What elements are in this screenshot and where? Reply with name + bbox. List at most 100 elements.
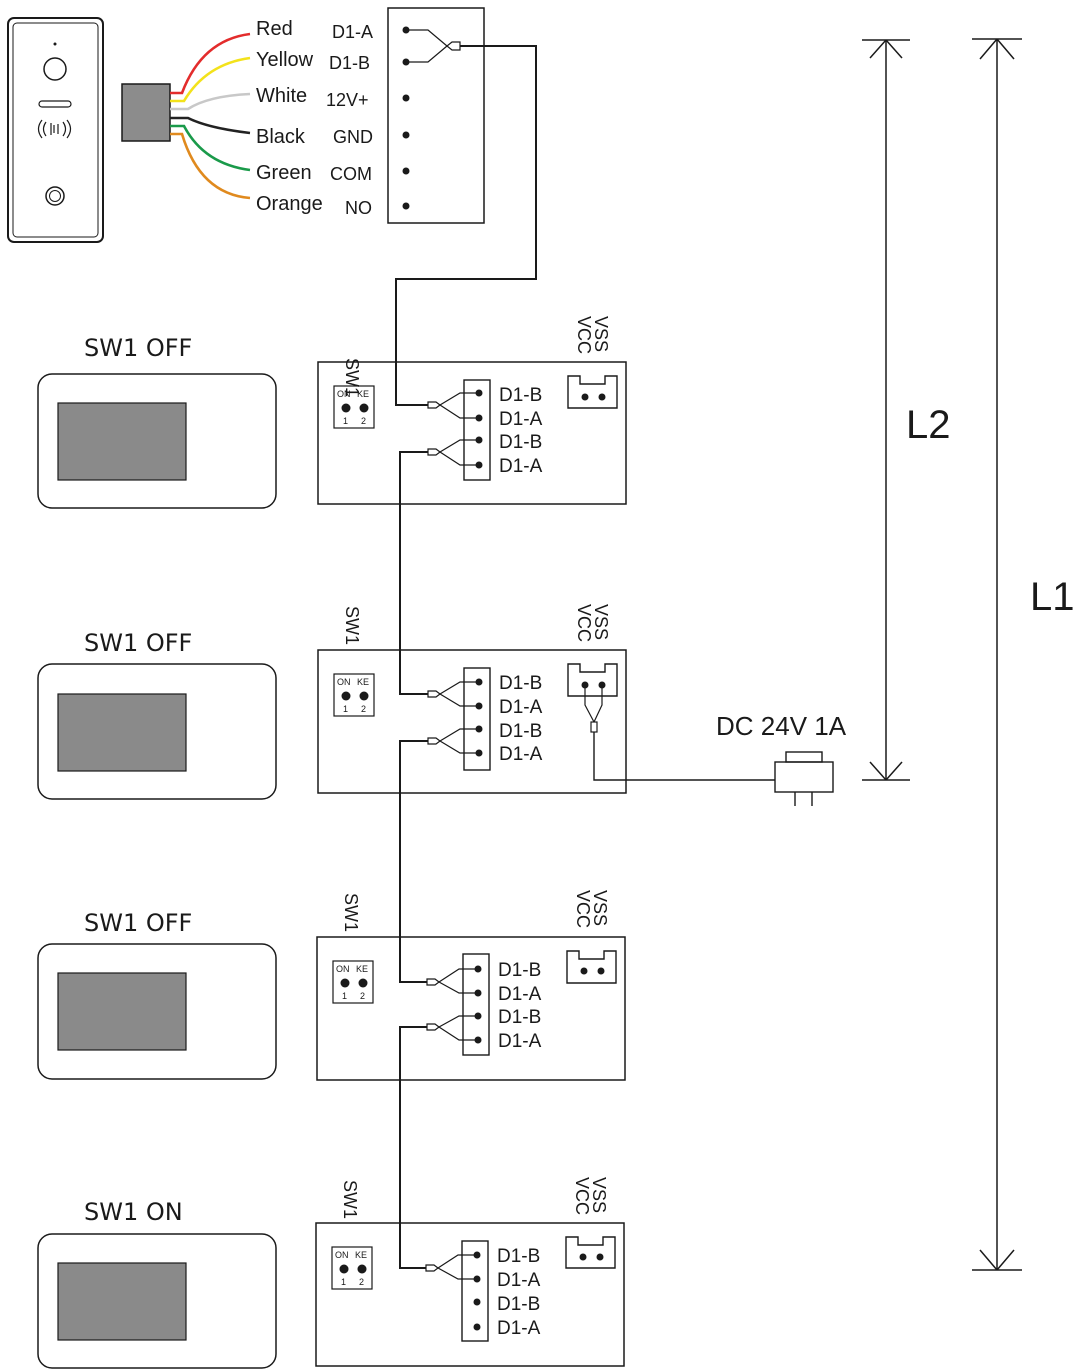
dimension-l1	[972, 38, 1022, 1271]
dip-1-label: 1	[342, 991, 347, 1001]
bus-connector	[463, 379, 491, 481]
dip-ke-label: KE	[356, 964, 368, 974]
vcc-label: VCC	[572, 1177, 592, 1215]
monitor-screen	[57, 972, 187, 1051]
dip-ke-label: KE	[355, 1250, 367, 1260]
monitor-unit-3: SW1 OFF	[37, 909, 277, 1080]
pin-label: D1-B	[499, 721, 542, 742]
bus-connector	[461, 1240, 489, 1342]
board-outline	[317, 649, 627, 794]
wire-label-orange: Orange	[256, 193, 323, 215]
speaker-grille-icon	[38, 100, 72, 108]
bus-connector	[463, 667, 491, 771]
terminal-label-com: COM	[330, 164, 372, 184]
dimension-l1-label: L1	[1030, 575, 1075, 619]
wire-label-green: Green	[256, 162, 312, 184]
monitor-switch-state: SW1 OFF	[84, 909, 192, 937]
wire-label-yellow: Yellow	[256, 49, 314, 71]
board-outline	[316, 936, 626, 1081]
pin-label: D1-B	[499, 385, 542, 406]
monitor-board-3: SW1 ON KE 1 2 VSS VCC D1-B D1-A D1-B D1-…	[316, 890, 626, 1081]
monitor-unit-4: SW1 ON	[37, 1198, 277, 1369]
vss-label: VSS	[591, 316, 611, 352]
monitor-unit-2: SW1 OFF	[37, 629, 277, 800]
wire-label-black: Black	[256, 126, 306, 148]
power-splice	[584, 685, 603, 733]
wire-color-labels: Red Yellow White Black Green Orange	[256, 18, 323, 215]
call-button-icon	[45, 186, 65, 206]
dip-on-label: ON	[337, 389, 351, 399]
monitor-unit-1: SW1 OFF	[37, 334, 277, 509]
dip-switch: ON KE 1 2	[332, 960, 374, 1004]
dip-2-label: 2	[360, 991, 365, 1001]
dip-1-label: 1	[343, 704, 348, 714]
door-station-wires	[170, 32, 251, 200]
monitor-screen	[57, 693, 187, 772]
dip-1-label: 1	[343, 416, 348, 426]
sw1-label: SW1	[341, 893, 361, 932]
monitor-housing	[37, 1233, 277, 1369]
dimension-l2-label: L2	[906, 403, 951, 447]
terminal-label-d1a: D1-A	[332, 22, 373, 42]
monitor-board-1: SW1 ON KE 1 2 VSS VCC D1-B D1-A D1-B D1-…	[317, 316, 627, 505]
terminal-block	[387, 7, 485, 224]
monitor-switch-state: SW1 OFF	[84, 334, 192, 362]
sw1-label: SW1	[342, 358, 362, 397]
monitor-switch-state: SW1 OFF	[84, 629, 192, 657]
pin-label: D1-B	[498, 960, 541, 981]
door-station	[7, 17, 104, 243]
power-supply-label: DC 24V 1A	[716, 711, 847, 741]
board-outline	[317, 361, 627, 505]
bus-cable-door-to-monitor-1	[395, 45, 537, 406]
sw1-label: SW1	[340, 1180, 360, 1219]
power-connector	[565, 1236, 616, 1269]
dip-1-label: 1	[341, 1277, 346, 1287]
vcc-label: VCC	[573, 890, 593, 928]
pin-label: D1-A	[499, 744, 543, 765]
power-supply: DC 24V 1A	[593, 711, 847, 806]
dip-switch: ON KE 1 2	[333, 385, 375, 429]
dip-on-label: ON	[336, 964, 350, 974]
pin-label: D1-A	[497, 1270, 541, 1291]
cable-connector-module	[121, 83, 171, 142]
rfid-icon	[37, 119, 72, 139]
monitor-board-2: SW1 ON KE 1 2 VSS VCC D1-B D1-A D1-B D1-…	[317, 604, 627, 794]
pin-label: D1-A	[498, 1031, 542, 1052]
camera-lens-icon	[43, 57, 67, 81]
terminal-label-12v: 12V+	[326, 90, 369, 110]
wire-label-red: Red	[256, 18, 293, 40]
bus-cables	[399, 451, 428, 1269]
dip-2-label: 2	[359, 1277, 364, 1287]
wire-label-white: White	[256, 85, 307, 107]
vcc-label: VCC	[574, 604, 594, 642]
pin-label: D1-A	[499, 409, 543, 430]
dip-on-label: ON	[337, 677, 351, 687]
dip-2-label: 2	[361, 416, 366, 426]
dip-switch: ON KE 1 2	[333, 673, 375, 717]
power-adapter-icon	[774, 751, 834, 806]
vss-label: VSS	[590, 890, 610, 926]
bus-splices	[427, 681, 479, 754]
bus-splices	[426, 968, 478, 1041]
sw1-label: SW1	[342, 606, 362, 645]
terminal-label-gnd: GND	[333, 127, 373, 147]
monitor-screen	[57, 1262, 187, 1341]
terminal-labels: D1-A D1-B 12V+ GND COM NO	[326, 22, 373, 218]
terminal-label-no: NO	[345, 198, 372, 218]
dip-2-label: 2	[361, 704, 366, 714]
monitor-board-4: SW1 ON KE 1 2 VSS VCC D1-B D1-A D1-B D1-…	[315, 1177, 625, 1367]
vcc-label: VCC	[574, 316, 594, 354]
monitor-screen	[57, 402, 187, 481]
bus-splices	[425, 1254, 477, 1280]
power-connector	[567, 375, 618, 409]
terminal-label-d1b: D1-B	[329, 53, 370, 73]
pin-label: D1-B	[497, 1246, 540, 1267]
monitor-housing	[37, 943, 277, 1080]
monitor-housing	[37, 663, 277, 800]
dip-ke-label: KE	[357, 389, 369, 399]
pin-label: D1-A	[499, 697, 543, 718]
pin-label: D1-B	[499, 432, 542, 453]
dip-on-label: ON	[335, 1250, 349, 1260]
dip-ke-label: KE	[357, 677, 369, 687]
